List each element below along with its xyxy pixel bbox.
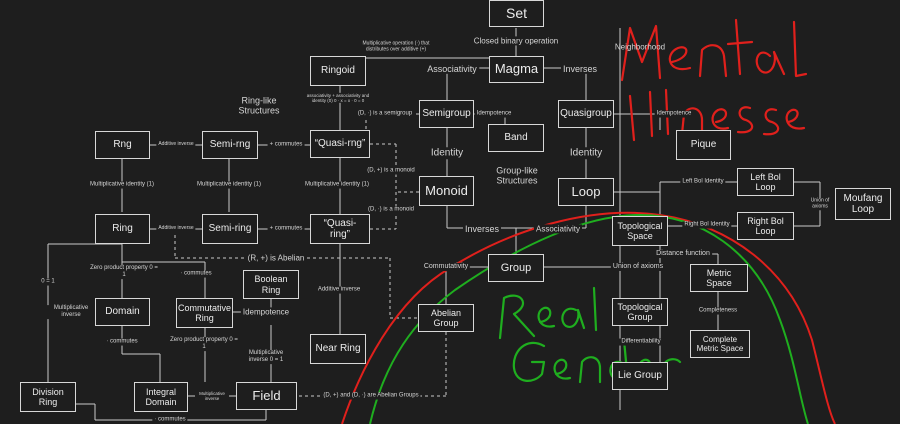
label-associativity-magma: Associativity [425, 63, 479, 75]
node-semi-ring[interactable]: Semi-ring [202, 214, 258, 244]
node-integral-domain[interactable]: Integral Domain [134, 382, 188, 412]
node-band[interactable]: Band [488, 124, 544, 152]
node-right-bol-loop[interactable]: Right Bol Loop [737, 212, 794, 240]
label-idempotence-semigroup: Idempotence [474, 110, 514, 118]
node-quasi-rng[interactable]: “Quasi-rng” [310, 130, 370, 158]
node-topological-group[interactable]: Topological Group [612, 298, 668, 326]
node-monoid[interactable]: Monoid [419, 176, 474, 206]
label-mult-identity-rng: Multiplicative identity (1) [87, 181, 157, 189]
label-union-axioms-group: Union of axioms [610, 262, 666, 272]
node-group[interactable]: Group [488, 254, 544, 282]
label-right-bol-identity: Right Bol Identity [682, 221, 732, 229]
label-d-dot-monoid: (D, ·) is a monoid [365, 206, 417, 214]
node-loop[interactable]: Loop [558, 178, 614, 206]
label-mult-identity-semirng: Multiplicative identity (1) [194, 181, 264, 189]
node-commutative-ring[interactable]: Commutative Ring [176, 298, 233, 328]
node-semigroup[interactable]: Semigroup [419, 100, 474, 128]
label-r-plus-abelian: (R, +) is Abelian [245, 253, 307, 263]
label-union-axioms-moufang: Union of axioms [805, 197, 835, 210]
label-commutes-semiring: + commutes [267, 225, 305, 233]
label-mult-identity-quasirng: Multiplicative identity (1) [302, 181, 372, 189]
label-mult-inverse-field: Multiplicative inverse 0 = 1 [242, 350, 290, 364]
label-abelian-groups: (D, +) and (D, ·) are Abelian Groups [321, 392, 421, 400]
label-commutativity-group: Commutativity [421, 262, 471, 272]
label-additive-inverse-ring: Additive inverse [156, 225, 196, 232]
node-pique[interactable]: Pique [676, 130, 731, 160]
node-magma[interactable]: Magma [489, 56, 544, 83]
label-is-semigroup: (D, ·) is a semigroup [355, 110, 415, 118]
node-field[interactable]: Field [236, 382, 297, 410]
label-zero-equals-one: 0 = 1 [39, 278, 57, 286]
label-group-like: Group-like Structures [496, 165, 538, 186]
label-idempotence-quasigroup: Idempotence [654, 110, 694, 118]
label-mult-inverse-integral: Multiplicative inverse [195, 390, 229, 402]
node-quasi-ring[interactable]: “Quasi-ring” [310, 214, 370, 244]
node-metric-space[interactable]: Metric Space [690, 264, 748, 292]
label-identity-quasigroup: Identity [567, 147, 605, 159]
node-semi-rng[interactable]: Semi-rng [202, 131, 258, 159]
label-completeness: Completeness [696, 307, 740, 315]
label-inverses-magma: Inverses [560, 63, 600, 75]
label-idempotence-boolean: Idempotence [240, 307, 292, 317]
label-mult-inverse-division: Multiplicative inverse [47, 305, 95, 319]
node-ringoid[interactable]: Ringoid [310, 56, 366, 86]
label-ring-like: Ring-like Structures [238, 95, 280, 116]
node-set[interactable]: Set [489, 0, 544, 27]
red-annotation-curve [341, 211, 836, 424]
label-zero-product-domain: Zero product property 0 = 1 [87, 265, 161, 279]
node-lie-group[interactable]: Lie Group [612, 362, 668, 390]
label-distance-function: Distance function [654, 249, 712, 259]
label-commutes-bottom: · commutes [152, 416, 188, 424]
node-complete-metric-space[interactable]: Complete Metric Space [690, 330, 750, 358]
label-inverses-monoid: Inverses [462, 223, 502, 235]
label-ringoid-assoc: associativity + associativity and identi… [298, 92, 378, 104]
node-abelian-group[interactable]: Abelian Group [418, 304, 474, 332]
label-associativity-loop: Associativity [533, 224, 583, 234]
label-closed-binary-operation: Closed binary operation [471, 36, 561, 46]
label-d-plus-monoid: (D, +) is a monoid [365, 167, 417, 175]
label-additive-inverse-near: Additive inverse [315, 286, 363, 294]
node-ring[interactable]: Ring [95, 214, 150, 244]
label-commutes-semirng: + commutes [267, 141, 305, 149]
label-identity-semigroup: Identity [428, 147, 466, 159]
node-near-ring[interactable]: Near Ring [310, 334, 366, 364]
red-handwriting [620, 18, 808, 142]
label-differentiability: Differentiability [619, 338, 663, 346]
label-commutes-ring: · commutes [178, 270, 214, 278]
label-left-bol-identity: Left Bol Identity [680, 178, 726, 186]
node-division-ring[interactable]: Division Ring [20, 382, 76, 412]
node-left-bol-loop[interactable]: Left Bol Loop [737, 168, 794, 196]
label-additive-inverse-rng: Additive inverse [156, 141, 196, 148]
label-commutes-domain: · commutes [104, 338, 140, 346]
node-boolean-ring[interactable]: Boolean Ring [243, 270, 299, 299]
label-neighborhood: Neighborhood [614, 42, 666, 52]
node-moufang-loop[interactable]: Moufang Loop [835, 188, 891, 220]
node-rng[interactable]: Rng [95, 131, 150, 159]
label-mult-distributes: Multiplicative operation (·) that distri… [353, 40, 439, 53]
node-topological-space[interactable]: Topological Space [612, 216, 668, 246]
label-zero-product-commutative: Zero product property 0 = 1 [167, 337, 241, 351]
node-domain[interactable]: Domain [95, 298, 150, 326]
node-quasigroup[interactable]: Quasigroup [558, 100, 614, 128]
